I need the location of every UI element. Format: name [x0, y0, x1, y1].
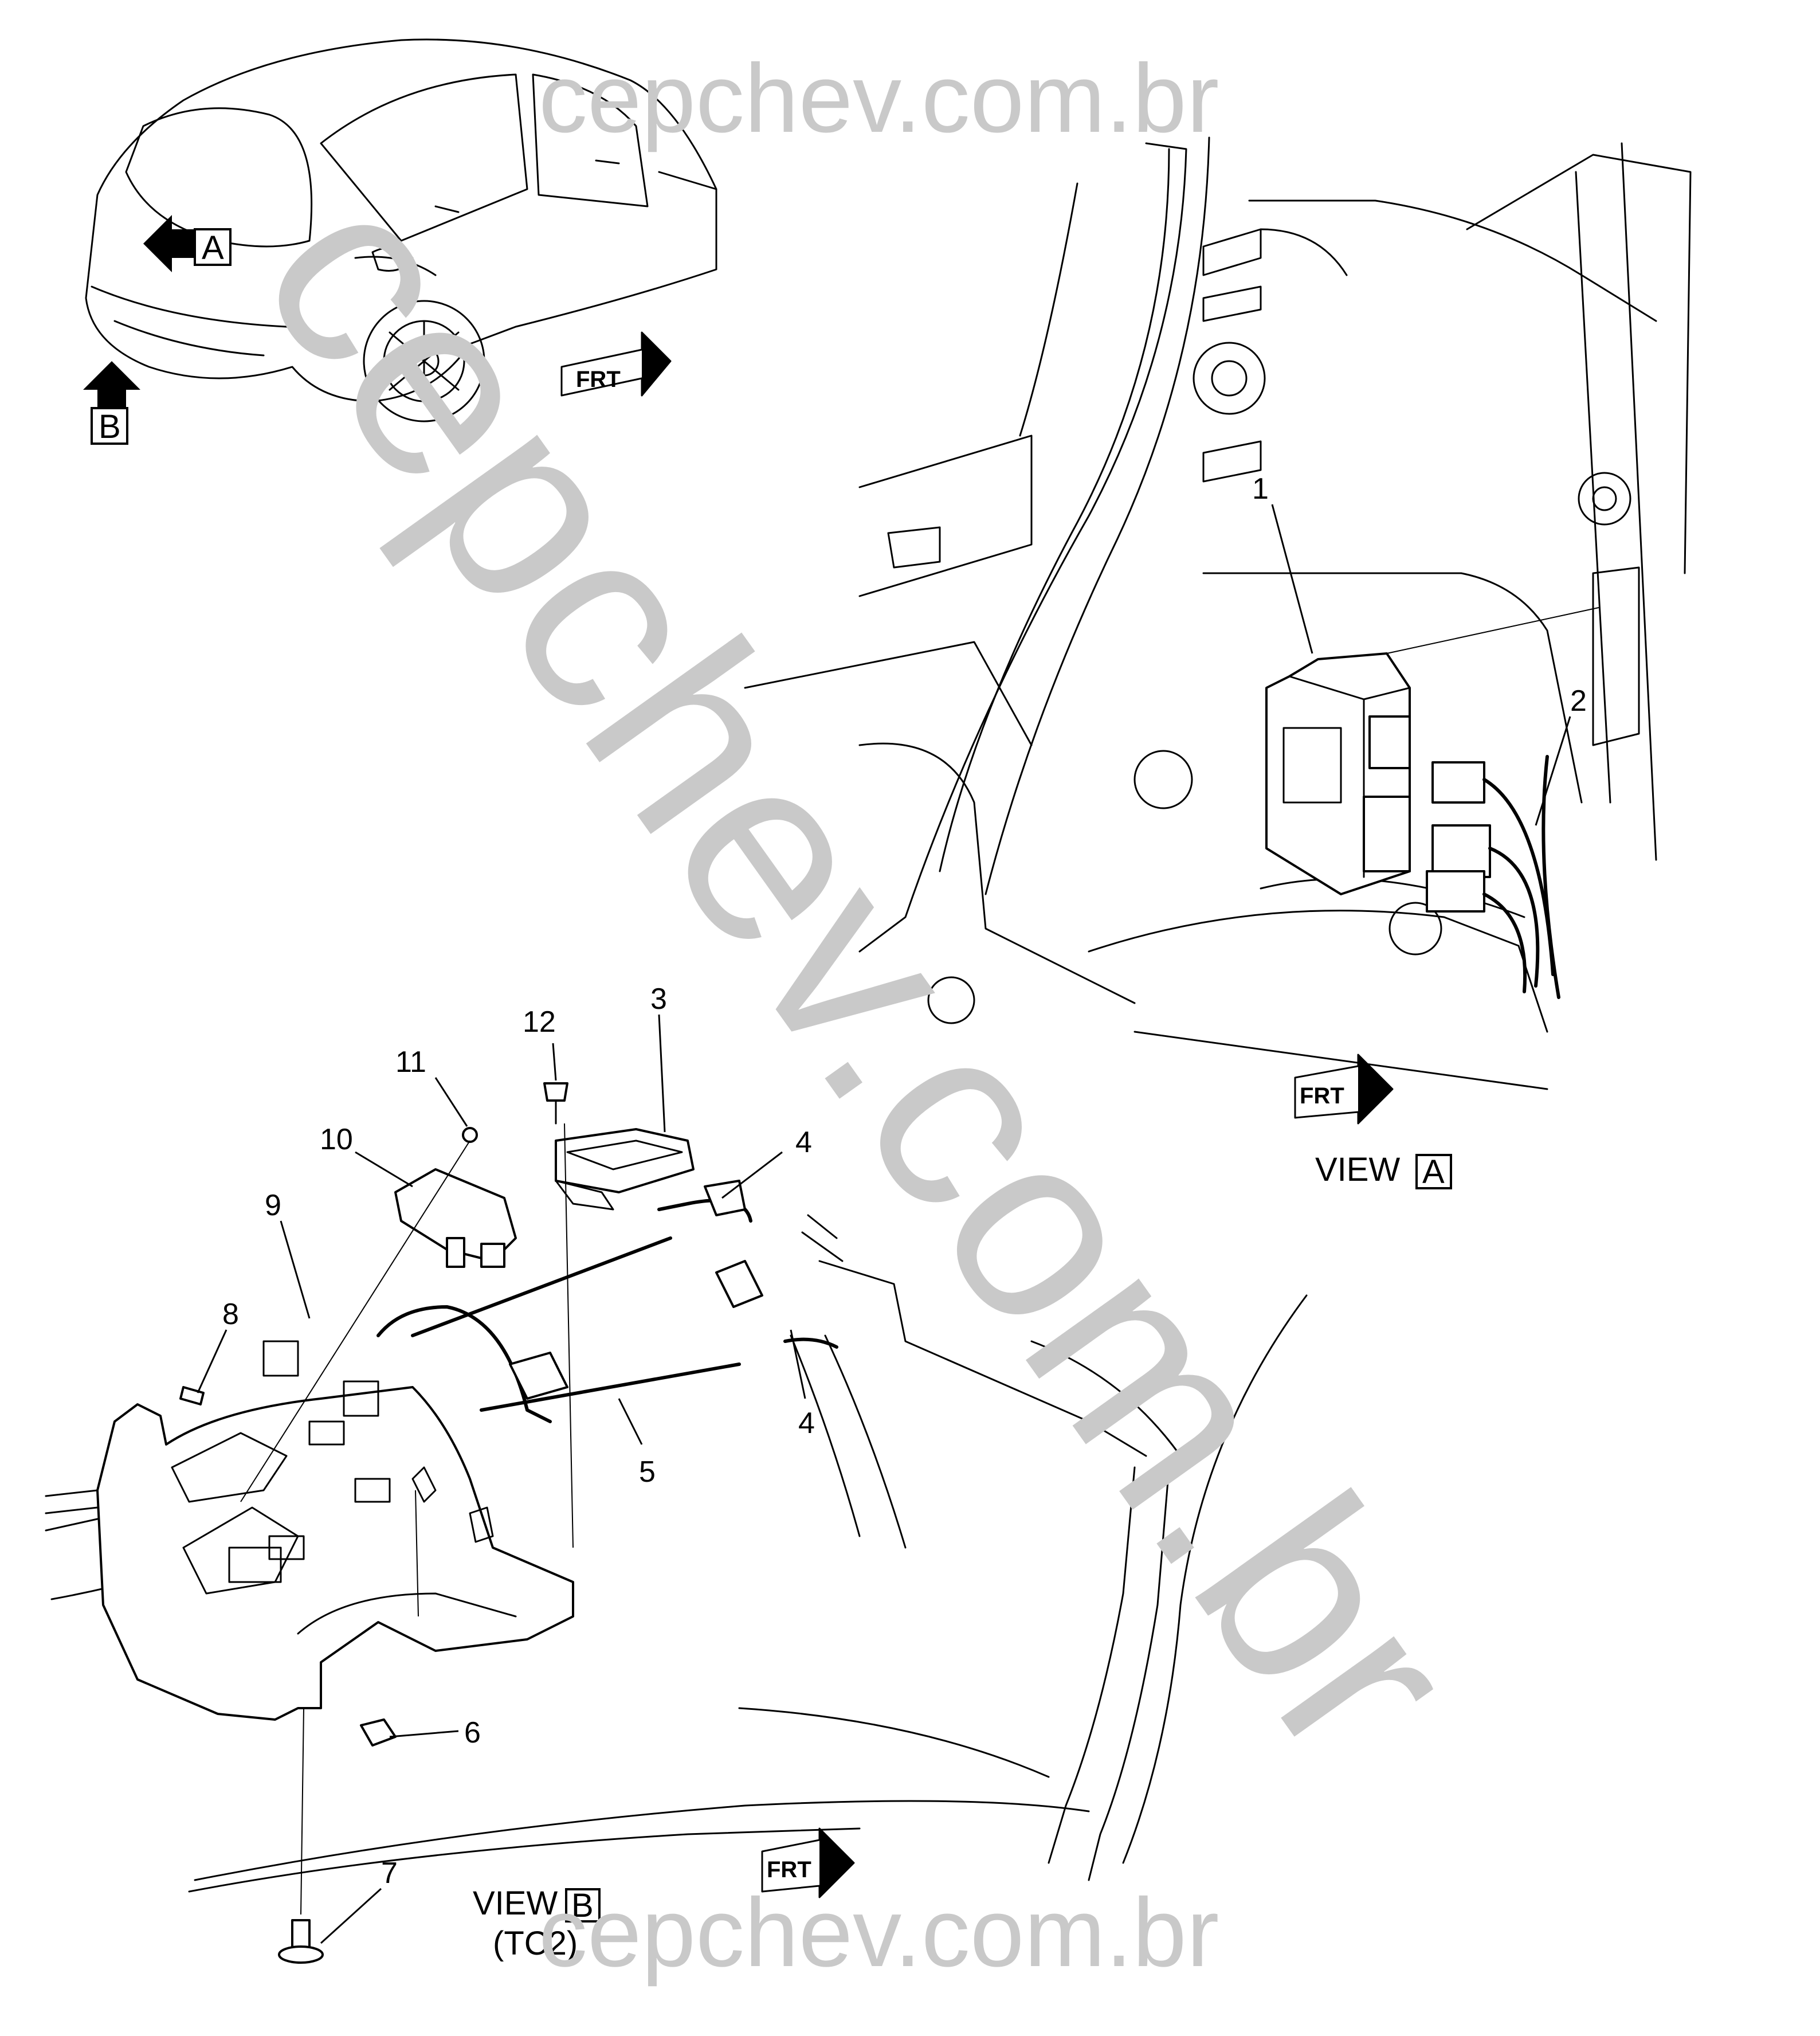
view-b-illustration — [45, 1082, 1308, 1964]
callout-4-leader-bottom — [790, 1329, 806, 1399]
callout-12-leader — [552, 1043, 557, 1081]
callout-12: 12 — [523, 1005, 556, 1039]
callout-3: 3 — [650, 982, 667, 1016]
callout-4-leader-top — [721, 1151, 783, 1199]
vehicle-illustration — [85, 38, 717, 422]
callout-9-leader — [280, 1220, 311, 1319]
callout-8: 8 — [222, 1298, 239, 1331]
watermark-bottom: cepchev.com.br — [539, 1878, 1219, 1987]
watermark-top: cepchev.com.br — [539, 44, 1219, 153]
callout-10: 10 — [320, 1123, 353, 1156]
callout-8-leader — [197, 1329, 227, 1393]
callout-1: 1 — [1252, 472, 1269, 506]
view-a-arrow-letter: A — [202, 229, 224, 267]
callout-6: 6 — [464, 1716, 481, 1749]
callout-2-leader — [1535, 716, 1571, 826]
view-b-caption: VIEW B (TC2) — [473, 1885, 601, 1962]
callout-4-top: 4 — [795, 1126, 812, 1159]
frt-arrow-icon: FRT — [761, 1827, 855, 1898]
frt-arrow-icon: FRT — [1294, 1054, 1394, 1125]
callout-5: 5 — [639, 1455, 656, 1489]
callout-10-leader — [355, 1151, 413, 1188]
frt-label: FRT — [767, 1857, 811, 1882]
callout-7-leader — [320, 1888, 382, 1944]
view-a-caption: VIEW A — [1315, 1151, 1452, 1191]
view-b-arrow-icon: B — [83, 361, 140, 445]
frt-label: FRT — [576, 367, 621, 392]
callout-1-leader — [1271, 504, 1313, 654]
view-a-illustration — [744, 136, 1692, 1090]
view-a-letter: A — [1422, 1153, 1445, 1191]
callout-5-leader — [618, 1398, 643, 1445]
callout-6-leader — [389, 1730, 459, 1738]
callout-11: 11 — [395, 1046, 426, 1079]
callout-2: 2 — [1570, 684, 1587, 718]
view-b-arrow-letter: B — [99, 408, 121, 445]
callout-7: 7 — [381, 1857, 398, 1890]
frt-arrow-icon: FRT — [560, 331, 672, 397]
frt-label: FRT — [1300, 1083, 1344, 1109]
callout-11-leader — [434, 1077, 468, 1127]
callout-4-bottom: 4 — [798, 1407, 815, 1440]
view-b-prefix: VIEW — [473, 1885, 558, 1922]
callout-3-leader — [658, 1014, 666, 1133]
callout-9: 9 — [265, 1189, 281, 1222]
view-a-arrow-icon: A — [143, 215, 232, 272]
view-b-letter: B — [571, 1887, 594, 1924]
view-b-note: (TC2) — [493, 1925, 578, 1962]
view-a-prefix: VIEW — [1315, 1151, 1400, 1188]
